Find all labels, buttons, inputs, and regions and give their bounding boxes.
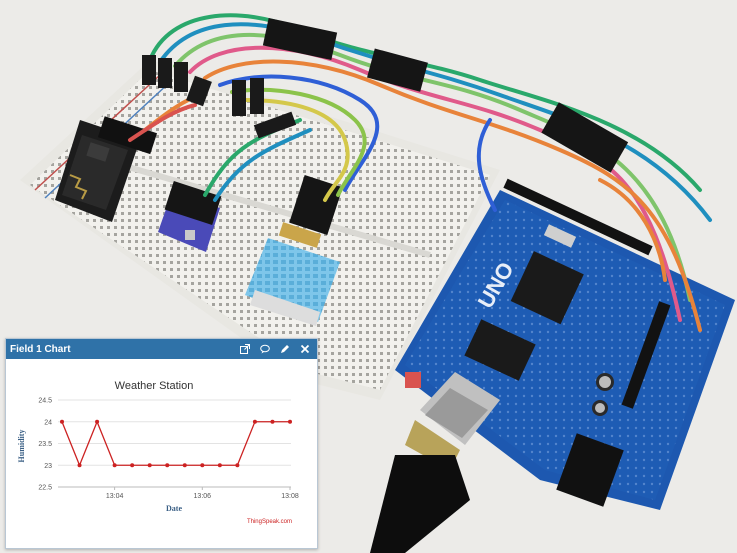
y-tick-label: 23 [44,463,52,470]
humidity-chart: Weather Station Humidity Date ThingSpeak… [17,380,299,525]
data-point [60,419,64,424]
arduino-uno-board: UNO [395,178,735,510]
chart-grid [58,399,291,490]
data-point [200,463,205,468]
widget-title: Field 1 Chart [10,343,71,355]
y-axis-label: Humidity [17,430,26,463]
chart-widget-header: Field 1 Chart [6,339,317,359]
y-tick-label: 24.5 [38,398,52,405]
close-icon[interactable] [298,342,312,356]
x-tick-label: 13:06 [194,493,212,500]
data-point [95,419,100,424]
chart-ticks: 24.5 24 23.5 23 22.5 13:04 13:06 13:08 [38,398,298,501]
chart-series [60,419,292,468]
external-link-icon[interactable] [238,342,252,356]
series-line [61,420,290,467]
data-point [165,463,170,468]
y-tick-label: 23.5 [38,441,52,448]
esp8266-module [55,116,158,222]
x-tick-label: 13:08 [281,493,299,500]
data-point [288,419,292,424]
edit-icon[interactable] [278,342,292,356]
data-point [235,463,240,468]
dht11-sensor [245,175,343,326]
data-point [130,463,135,468]
comment-icon[interactable] [258,342,272,356]
jumper-wires [128,13,712,332]
data-point [147,463,152,468]
data-point [270,419,275,424]
data-point [112,463,117,468]
usb-cable [370,372,500,553]
chart-widget: Field 1 Chart Weather Station Humidity D… [5,338,318,549]
data-point [182,463,187,468]
pressure-sensor-module [158,181,222,252]
data-point [217,463,222,468]
y-tick-label: 24 [44,419,52,426]
data-point [77,463,82,468]
x-axis-label: Date [166,504,182,513]
y-tick-label: 22.5 [38,485,52,492]
data-point [252,419,257,424]
chart-credit: ThingSpeak.com [247,519,292,525]
chart-title: Weather Station [115,380,194,392]
header-connectors [142,55,297,139]
electrical-tape [262,18,629,173]
x-tick-label: 13:04 [106,493,124,500]
